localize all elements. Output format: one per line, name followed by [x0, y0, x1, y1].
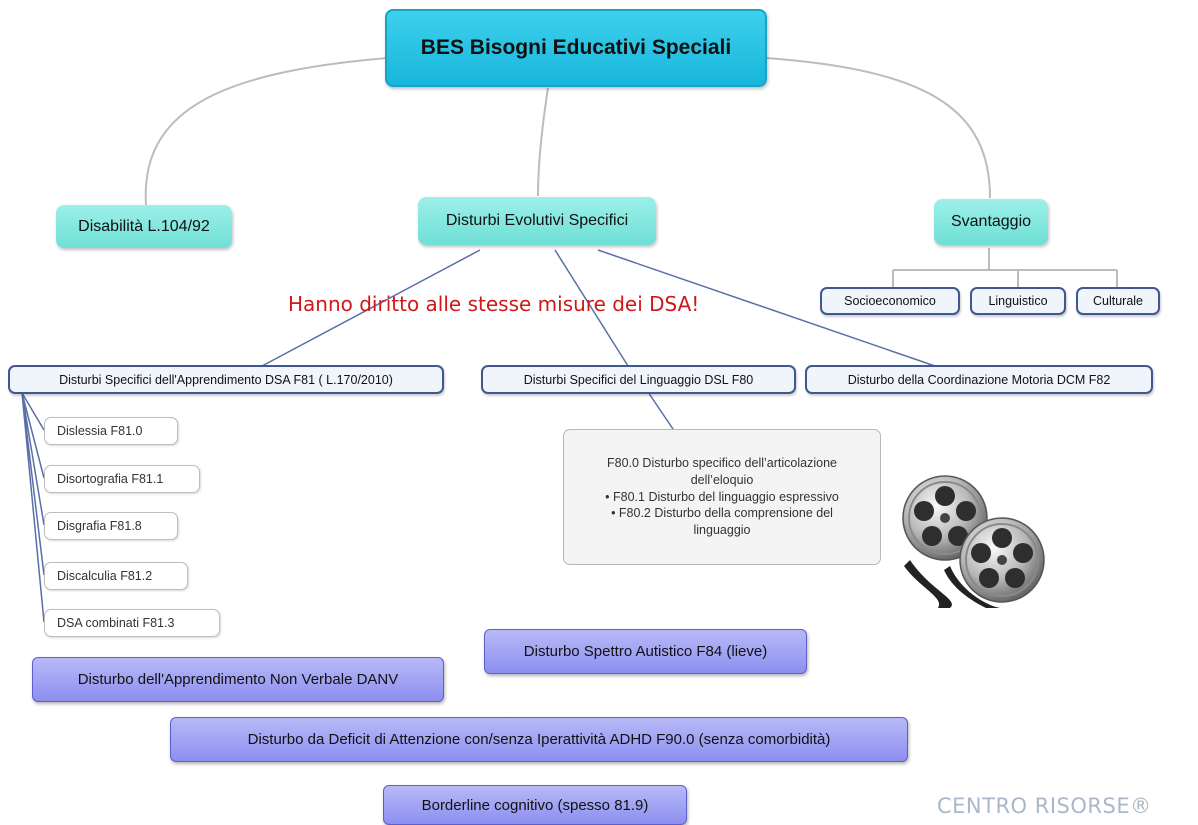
disorder-dsl[interactable]: Disturbi Specifici del Linguaggio DSL F8… — [481, 365, 796, 394]
disorder-adhd[interactable]: Disturbo da Deficit di Attenzione con/se… — [170, 717, 908, 762]
link-evolutivi-dcm — [597, 249, 936, 367]
dsl-note[interactable]: F80.0 Disturbo specifico dell’articolazi… — [563, 429, 881, 565]
dsa-disortografia[interactable]: Disortografia F81.1 — [44, 465, 200, 493]
dsa-disgrafia[interactable]: Disgrafia F81.8 — [44, 512, 178, 540]
link-dsa-types — [21, 392, 45, 623]
svantaggio-linguistico[interactable]: Linguistico — [970, 287, 1066, 315]
dsl-note-line: • F80.2 Disturbo della comprensione del — [611, 506, 833, 521]
category-svantaggio[interactable]: Svantaggio — [934, 199, 1048, 245]
link-svantaggio-types — [892, 248, 1118, 288]
dsl-note-line: • F80.1 Disturbo del linguaggio espressi… — [605, 489, 839, 504]
svantaggio-socioeconomico[interactable]: Socioeconomico — [820, 287, 960, 315]
dsl-note-line: linguaggio — [693, 523, 751, 538]
link-evolutivi-dsl — [554, 249, 629, 367]
dsa-combinati[interactable]: DSA combinati F81.3 — [44, 609, 220, 637]
link-evolutivi-dsa — [261, 249, 481, 367]
disorder-danv[interactable]: Disturbo dell'Apprendimento Non Verbale … — [32, 657, 444, 702]
watermark-logo: CENTRO RISORSE® — [937, 794, 1152, 818]
link-dsl-note — [647, 391, 676, 433]
disorder-autistico[interactable]: Disturbo Spettro Autistico F84 (lieve) — [484, 629, 807, 674]
category-disturbi-evolutivi[interactable]: Disturbi Evolutivi Specifici — [418, 197, 656, 245]
root-node[interactable]: BES Bisogni Educativi Speciali — [385, 9, 767, 87]
dsl-note-line: F80.0 Disturbo specifico dell’articolazi… — [607, 455, 837, 470]
dsa-dislessia[interactable]: Dislessia F81.0 — [44, 417, 178, 445]
link-root-evolutivi — [537, 87, 549, 197]
disorder-borderline[interactable]: Borderline cognitivo (spesso 81.9) — [383, 785, 687, 825]
category-disabilita[interactable]: Disabilità L.104/92 — [56, 205, 232, 248]
disorder-dsa[interactable]: Disturbi Specifici dell'Apprendimento DS… — [8, 365, 444, 394]
film-reel-icon — [902, 475, 1045, 608]
link-root-svantaggio — [765, 57, 991, 199]
dsl-note-line: dell’eloquio — [690, 472, 754, 487]
svantaggio-culturale[interactable]: Culturale — [1076, 287, 1160, 315]
disorder-dcm[interactable]: Disturbo della Coordinazione Motoria DCM… — [805, 365, 1153, 394]
annotation-text: Hanno diritto alle stesse misure dei DSA… — [288, 292, 700, 316]
link-root-disabilita — [144, 57, 389, 206]
dsa-discalculia[interactable]: Discalculia F81.2 — [44, 562, 188, 590]
